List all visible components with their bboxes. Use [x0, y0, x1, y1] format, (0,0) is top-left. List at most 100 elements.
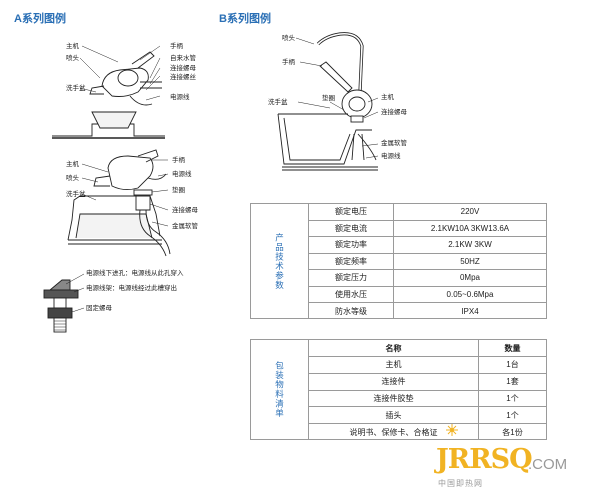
watermark-cn: 中国即热网: [438, 479, 483, 488]
spec-row: 额定电压 220V: [309, 204, 546, 221]
packing-row: 主机 1台: [309, 357, 546, 374]
watermark-brand: JRRSQ: [436, 444, 533, 475]
packing-row: 连接件胶垫 1个: [309, 390, 546, 408]
a2-handle: [137, 149, 159, 163]
specs-side-label: 产品技术参数: [274, 232, 285, 290]
a2-basin-inner: [75, 213, 153, 239]
a1-label-handle: 手柄: [170, 43, 183, 50]
specs-table: 产品技术参数 额定电压 220V 额定电流 2.1KW10A 3KW13.6A …: [250, 203, 547, 319]
a2-label-spout: 喷头: [66, 175, 79, 182]
a2-label-gasket: 垫圈: [172, 187, 185, 194]
b-basin-outer: [277, 113, 372, 165]
packing-header-row: 名称 数量: [309, 340, 546, 357]
a1-faucet-head: [117, 69, 139, 87]
spec-row: 防水等级 IPX4: [309, 303, 546, 319]
spec-name: 额定电流: [309, 220, 394, 236]
packing-name: 连接件胶垫: [309, 390, 479, 407]
a3-label-note2: 电源线架：电源线经过此槽穿出: [86, 285, 177, 292]
b-counter: [282, 166, 378, 171]
spec-value: 0.05~0.6Mpa: [446, 289, 494, 299]
a2-nut: [135, 195, 151, 211]
packing-header-name: 名称: [309, 340, 479, 356]
b-label-spout: 喷头: [282, 35, 295, 42]
a2-label-metal-hose: 金属软管: [172, 223, 198, 230]
watermark-suffix: .COM: [528, 456, 568, 473]
b-label-gasket: 垫圈: [322, 95, 335, 102]
b-label-main-unit: 主机: [381, 94, 394, 101]
a1-label-water-pipe: 自来水管: [170, 55, 196, 62]
packing-row: 连接件 1套: [309, 373, 546, 391]
spec-row: 额定电流 2.1KW10A 3KW13.6A: [309, 220, 546, 237]
b-label-power-cord: 电源线: [381, 153, 401, 160]
spec-row: 额定压力 0Mpa: [309, 270, 546, 287]
b-handle: [319, 61, 353, 93]
packing-name: 插头: [309, 407, 479, 424]
b-neck: [350, 115, 364, 123]
a2-basin-outline: [67, 195, 161, 241]
packing-name: 主机: [309, 357, 479, 373]
spec-row: 使用水压 0.05~0.6Mpa: [309, 286, 546, 303]
a2-hose: [139, 209, 171, 257]
spec-value: 220V: [460, 207, 480, 217]
a3-label-fix-nut: 固定螺母: [86, 305, 112, 312]
spec-name: 额定功率: [309, 237, 394, 253]
spec-name: 额定压力: [309, 270, 394, 286]
spec-name: 额定频率: [309, 253, 394, 269]
spec-name: 使用水压: [309, 286, 394, 302]
spec-value: 2.1KW10A 3KW13.6A: [430, 223, 510, 233]
a2-counter: [68, 239, 162, 245]
a2-label-handle: 手柄: [172, 157, 185, 164]
spec-name: 额定电压: [309, 204, 394, 220]
spec-row: 额定频率 50HZ: [309, 253, 546, 270]
b-label-handle: 手柄: [282, 59, 295, 66]
spec-value: IPX4: [461, 306, 479, 316]
a1-basin: [91, 111, 137, 129]
specs-side-cell: 产品技术参数: [251, 204, 309, 318]
a3-label-note1: 电源线下进孔：电源线从此孔穿入: [86, 270, 184, 277]
spec-value: 2.1KW 3KW: [448, 240, 492, 250]
a2-label-power-cord: 电源线: [172, 171, 192, 178]
packing-side-cell: 包装物料清单: [251, 340, 309, 439]
b-basin-inner: [283, 117, 351, 161]
a1-label-main-unit: 主机: [66, 43, 79, 50]
b-hose: [351, 133, 365, 161]
packing-name: 连接件: [309, 373, 479, 390]
section-a-title: A系列图例: [14, 13, 66, 25]
a1-label-basin: 洗手盆: [66, 85, 86, 92]
b-label-connect-nut: 连接螺母: [381, 109, 407, 116]
a2-cord: [147, 173, 167, 180]
a2-gasket: [133, 189, 153, 196]
a1-label-connect-thread: 连接螺丝: [170, 74, 196, 81]
a1-label-spout: 喷头: [66, 55, 79, 62]
spec-row: 额定功率 2.1KW 3KW: [309, 237, 546, 254]
b-cord: [357, 133, 377, 161]
a1-handle: [131, 51, 155, 69]
packing-qty: 各1份: [502, 427, 523, 437]
packing-table: 包装物料清单 名称 数量 主机 1台 连接件 1套 连接件胶垫 1个 插头 1个…: [250, 339, 547, 440]
spec-value: 50HZ: [460, 256, 480, 266]
a1-label-power-cord: 电源线: [170, 94, 190, 101]
packing-row: 插头 1个: [309, 407, 546, 425]
packing-qty: 1个: [506, 393, 519, 403]
a2-spout: [93, 175, 111, 187]
packing-side-label: 包装物料清单: [274, 361, 285, 418]
a3-thread: [53, 317, 67, 333]
a2-faucet-body: [107, 155, 154, 191]
b-label-basin: 洗手盆: [268, 99, 288, 106]
spec-value: 0Mpa: [459, 273, 480, 283]
b-label-metal-hose: 金属软管: [381, 140, 407, 147]
packing-qty: 1个: [506, 410, 519, 420]
section-b-title: B系列图例: [219, 13, 271, 25]
a2-label-basin: 洗手盆: [66, 191, 86, 198]
packing-qty: 1套: [506, 377, 519, 387]
packing-name: 说明书、保修卡、合格证: [309, 424, 479, 440]
spec-name: 防水等级: [309, 303, 394, 319]
packing-row: 说明书、保修卡、合格证 各1份: [309, 424, 546, 440]
packing-qty: 1台: [506, 360, 519, 370]
packing-header-qty: 数量: [504, 343, 521, 353]
a1-label-connect-nut: 连接螺母: [170, 65, 196, 72]
a1-cord: [129, 95, 153, 106]
